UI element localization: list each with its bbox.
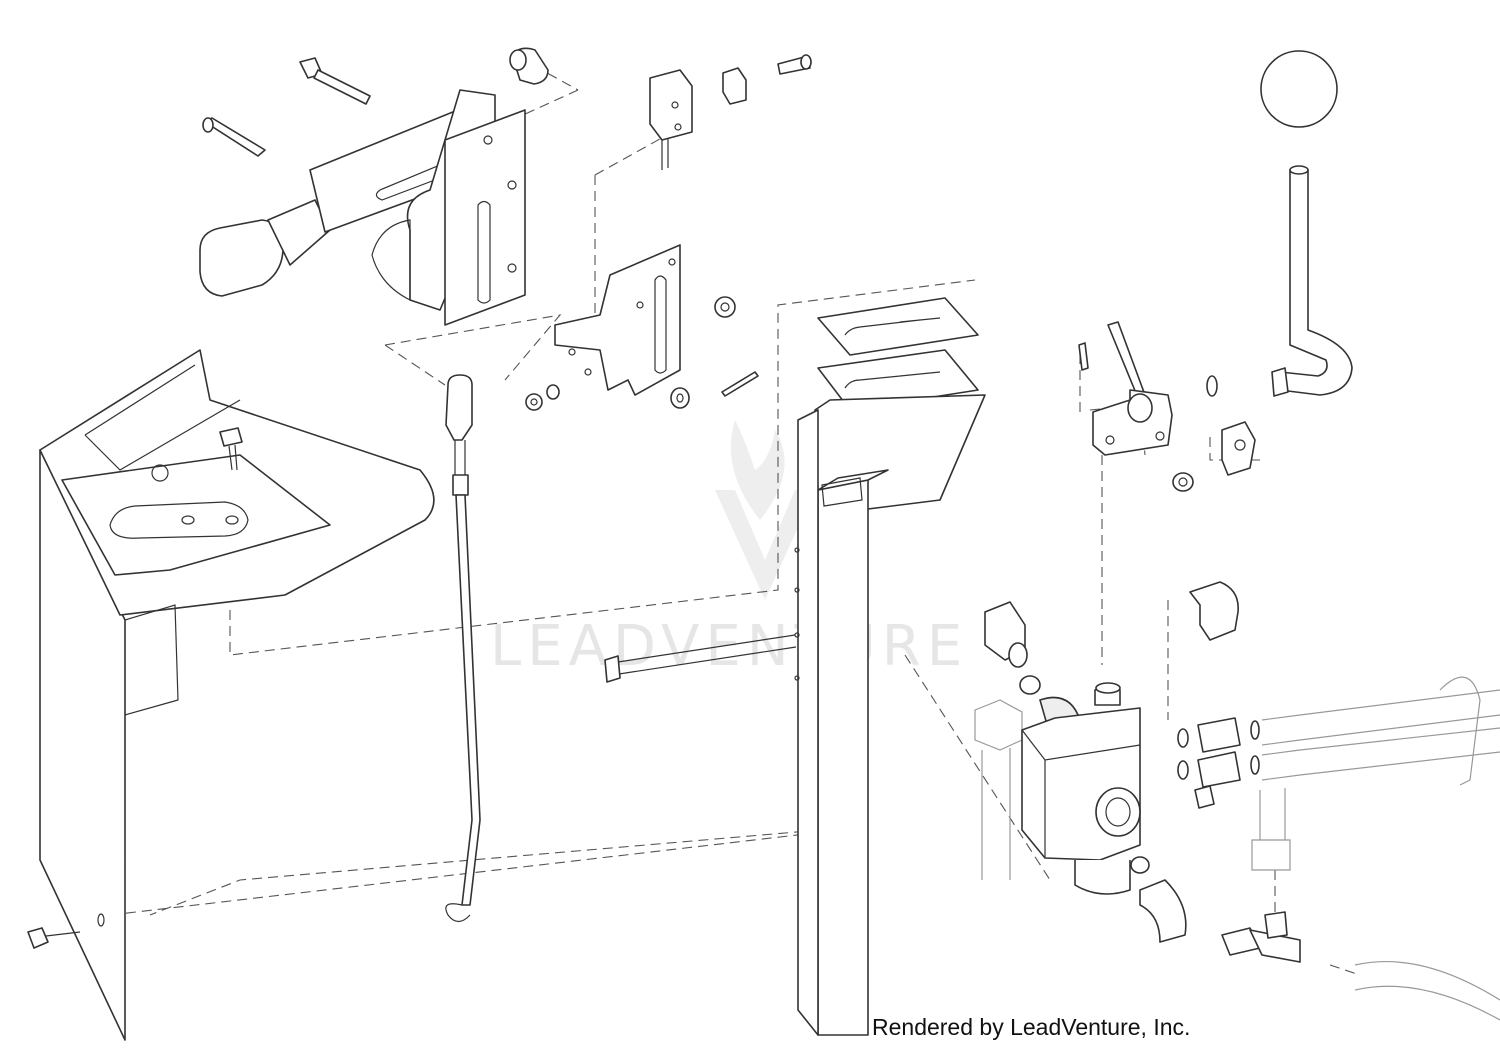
o-ring-25-1 (1019, 675, 1041, 695)
hose-right (1251, 676, 1500, 871)
nut-11-right (1172, 472, 1194, 492)
bolt-3 (299, 57, 371, 105)
pin-1 (202, 117, 266, 157)
valve-block-28 (974, 682, 1141, 895)
screw-33 (27, 927, 81, 949)
plate-21 (817, 349, 979, 411)
plug-29 (1194, 785, 1215, 809)
side-panel-34 (39, 349, 435, 1041)
clamp-26 (1189, 581, 1239, 641)
switch-24 (1221, 421, 1256, 476)
screw-4 (777, 54, 812, 75)
watermark: LEADVENTURE (490, 420, 968, 679)
tee-fitting-31 (1221, 911, 1500, 1021)
knob-15 (1260, 50, 1338, 128)
bolt-14 (604, 634, 797, 683)
pivot-bracket-22 (1092, 389, 1173, 456)
assembly-lines (109, 57, 1361, 976)
plate-19 (817, 297, 979, 356)
shift-lever-16 (1271, 165, 1353, 397)
elbow-30 (1139, 879, 1187, 943)
bracket-7 (554, 244, 681, 396)
watermark-text: LEADVENTURE (490, 614, 968, 679)
bushing-35 (509, 47, 549, 85)
control-rod-12 (445, 374, 481, 923)
fittings-27 (1177, 717, 1260, 788)
bolt-18 (1107, 321, 1146, 399)
washer-8 (670, 387, 690, 409)
switch-6 (649, 69, 693, 170)
clip-5 (722, 67, 747, 105)
mounting-plate (444, 109, 526, 326)
render-credit: Rendered by LeadVenture, Inc. (872, 1014, 1190, 1040)
washer-17 (1206, 375, 1218, 397)
pin-20 (1078, 342, 1089, 371)
washer-37 (546, 384, 560, 400)
upright-tube (794, 394, 986, 1036)
o-ring-30-1 (1130, 856, 1150, 874)
pin-10 (721, 371, 759, 397)
nut-9 (714, 296, 736, 318)
nut-11-left (525, 393, 543, 411)
fitting-25 (984, 601, 1028, 668)
bolt-32 (219, 427, 243, 471)
